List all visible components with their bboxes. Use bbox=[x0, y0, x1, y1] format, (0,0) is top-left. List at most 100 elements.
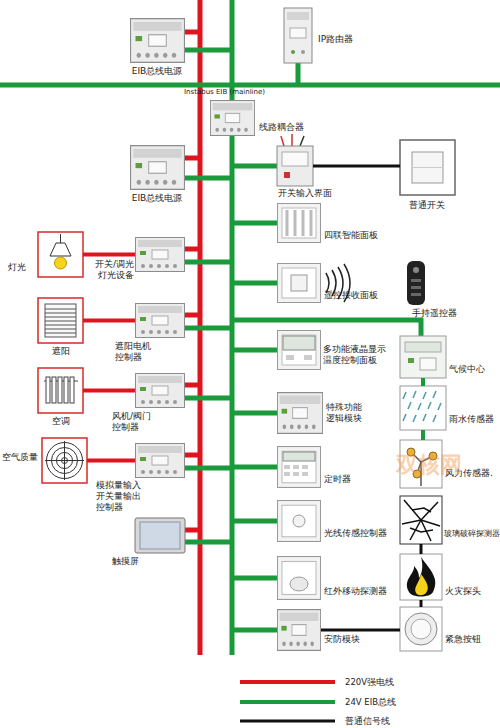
device-node: 遥控接收面板 bbox=[277, 263, 321, 303]
switch-input-icon bbox=[277, 134, 313, 186]
power-line-220v bbox=[184, 528, 200, 533]
four-key-panel-icon bbox=[294, 210, 297, 236]
node-label: 气候中心 bbox=[449, 364, 499, 375]
power-line-220v bbox=[184, 247, 200, 252]
eib-bus-24v bbox=[232, 164, 278, 169]
connector-line bbox=[321, 629, 400, 632]
rain-sensor-icon bbox=[413, 391, 416, 398]
ip-router-icon bbox=[290, 28, 306, 38]
power-line-220v bbox=[184, 383, 200, 388]
node-label: 遮阳 bbox=[38, 346, 83, 357]
fire-detector-icon bbox=[400, 554, 442, 600]
glass-break-icon bbox=[402, 500, 440, 541]
device-node: 安防模块 bbox=[277, 609, 321, 651]
power-line-220v bbox=[184, 453, 200, 458]
bus-power-supply-icon bbox=[131, 146, 185, 190]
node-label: 紧急按钮 bbox=[445, 634, 495, 645]
device-node: 定时器 bbox=[277, 446, 321, 488]
device-node: EIB总线电源 bbox=[130, 145, 185, 190]
fire-detector-icon bbox=[415, 574, 428, 595]
blind-motor-controller-icon bbox=[136, 304, 185, 338]
node-label: EIB总线电源 bbox=[122, 193, 192, 204]
glass-break-icon bbox=[400, 496, 442, 544]
connector-line bbox=[83, 389, 135, 393]
timer-icon bbox=[293, 465, 299, 469]
timer-icon bbox=[284, 465, 290, 469]
node-label: 触摸屏 bbox=[112, 556, 152, 567]
fire-detector-icon bbox=[400, 554, 442, 600]
four-key-panel-icon bbox=[278, 204, 321, 243]
bus-power-supply-icon bbox=[131, 19, 185, 63]
ir-receiver-panel-icon bbox=[278, 264, 321, 303]
blinds-icon bbox=[45, 329, 76, 330]
device-node: 触摸屏 bbox=[135, 518, 185, 553]
eib-bus-24v bbox=[232, 576, 278, 581]
rain-sensor-icon bbox=[423, 414, 426, 421]
remote-control-icon bbox=[407, 261, 425, 305]
eib-bus-24v bbox=[184, 540, 232, 545]
pir-detector-icon bbox=[290, 577, 308, 591]
eib-bus-24v bbox=[184, 326, 232, 331]
node-label: IP路由器 bbox=[318, 34, 368, 45]
node-label: 开关输入界面 bbox=[278, 188, 338, 199]
eib-bus-24v bbox=[232, 628, 278, 633]
eib-bus-24v bbox=[232, 221, 278, 226]
fan-valve-controller-icon bbox=[136, 374, 185, 408]
eib-bus-24v bbox=[232, 281, 278, 286]
lcd-thermostat-panel-icon bbox=[283, 336, 315, 350]
radiator-icon bbox=[70, 377, 74, 403]
node-label: 四联智能面板 bbox=[324, 230, 384, 241]
radiator-icon bbox=[38, 368, 83, 413]
node-label: 手持遥控器 bbox=[412, 308, 472, 319]
ip-router-icon bbox=[287, 12, 309, 20]
node-label: 火灾探头 bbox=[445, 586, 495, 597]
remote-control-icon bbox=[411, 279, 421, 282]
analog-io-controller-icon bbox=[136, 444, 185, 478]
emergency-button-icon bbox=[411, 619, 431, 639]
node-label: 开关/调光灯光设备 bbox=[86, 259, 134, 281]
ir-receiver-panel-icon bbox=[291, 275, 307, 291]
device-node: 普通开关 bbox=[400, 140, 455, 195]
timer-icon bbox=[278, 447, 321, 488]
device-node: EIB总线电源 bbox=[130, 18, 185, 63]
power-line-220v bbox=[184, 30, 200, 35]
device-node: 气候中心 bbox=[400, 336, 446, 378]
node-label: 遥控接收面板 bbox=[324, 290, 384, 301]
glass-break-icon bbox=[400, 496, 442, 544]
legend-line-sample bbox=[240, 720, 335, 723]
connector-line bbox=[420, 600, 423, 607]
connector-line bbox=[421, 378, 425, 386]
node-label: 模拟量输入开关量输出控制器 bbox=[96, 480, 144, 513]
rain-sensor-icon bbox=[433, 391, 436, 398]
emergency-button-icon bbox=[400, 607, 442, 651]
line-coupler-icon bbox=[210, 101, 254, 136]
radiator-icon bbox=[46, 377, 74, 403]
connector-line bbox=[313, 165, 400, 168]
rain-sensor-icon bbox=[408, 402, 411, 409]
plain-switch-icon bbox=[412, 152, 443, 183]
blinds-icon bbox=[45, 304, 76, 337]
weather-station-icon bbox=[400, 336, 446, 378]
four-key-panel-icon bbox=[286, 210, 289, 236]
rain-sensor-icon bbox=[400, 386, 446, 430]
timer-icon bbox=[278, 447, 321, 488]
bus-name: Instabus EIB (mainline) bbox=[184, 87, 304, 97]
blinds-icon bbox=[38, 298, 83, 343]
node-label: 线路耦合器 bbox=[259, 122, 309, 133]
air-quality-icon bbox=[42, 438, 87, 483]
rain-sensor-icon bbox=[413, 415, 416, 422]
air-quality-icon bbox=[45, 460, 84, 461]
power-line-220v bbox=[184, 313, 200, 318]
touchscreen-icon bbox=[135, 518, 185, 553]
eib-bus-24v bbox=[232, 348, 278, 353]
device-node: 开关/调光灯光设备 bbox=[135, 237, 185, 272]
plain-switch-icon bbox=[400, 140, 455, 195]
legend-text: 普通信号线 bbox=[345, 716, 390, 727]
node-label: 玻璃破碎探测器 bbox=[444, 528, 500, 539]
rain-sensor-icon bbox=[400, 386, 446, 430]
node-label: 普通开关 bbox=[402, 200, 452, 211]
blind-motor-controller-icon bbox=[136, 304, 185, 338]
logic-module-icon bbox=[277, 393, 322, 434]
rain-sensor-icon bbox=[433, 415, 436, 422]
